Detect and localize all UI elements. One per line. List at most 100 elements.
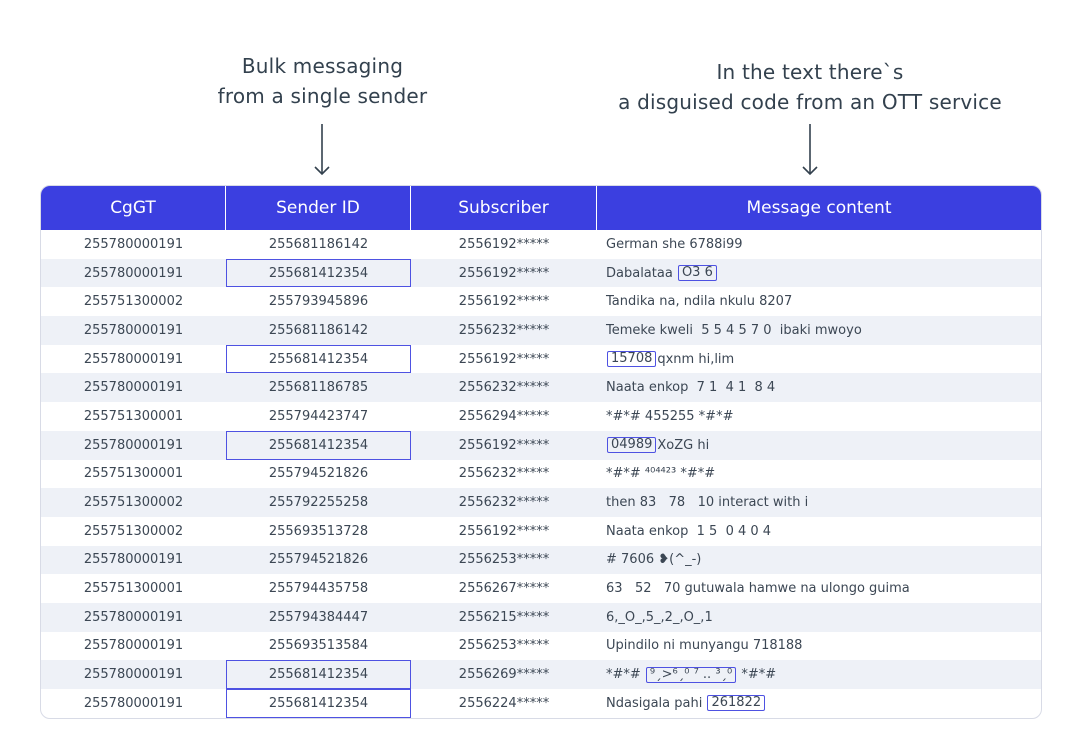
message-content-cell: Naata enkop 1 5 0 4 0 4 xyxy=(597,517,1041,546)
message-text: *#*# 455255 *#*# xyxy=(606,408,734,424)
sender-id-cell: 255681412354 xyxy=(226,344,411,374)
sender-id-cell: 255681412354 xyxy=(226,660,411,689)
message-content-cell: 6,_O_,5_,2_,O_,1 xyxy=(597,603,1041,632)
messages-table: CgGT Sender ID Subscriber Message conten… xyxy=(40,185,1042,719)
cggt-cell: 255751300001 xyxy=(83,466,184,482)
message-text: Tandika na, ndila nkulu 8207 xyxy=(606,294,793,310)
sender-id-cell: 255693513584 xyxy=(268,638,369,654)
message-text: then 83 78 10 interact with i xyxy=(606,495,809,511)
table-row: 255780000191 255681412354 2556192***** Daba… xyxy=(41,258,1041,288)
sender-id-cell: 255794423747 xyxy=(268,408,369,424)
message-text: Naata enkop 7 1 4 1 8 4 xyxy=(606,380,776,396)
subscriber-cell: 2556253***** xyxy=(458,638,550,654)
header-sender-id: Sender ID xyxy=(226,186,411,230)
cggt-cell: 255780000191 xyxy=(83,638,184,654)
annotation-right: In the text there`s a disguised code fro… xyxy=(595,57,1025,117)
message-content-cell: Temeke kweli 5 5 4 5 7 0 ibaki mwoyo xyxy=(597,316,1041,345)
cggt-cell: 255751300002 xyxy=(83,523,184,539)
message-content-cell: Dabalataa O3 6 xyxy=(597,259,1041,288)
cggt-cell: 255780000191 xyxy=(83,265,184,281)
annotation-left-line1: Bulk messaging xyxy=(241,54,404,78)
annotation-left: Bulk messaging from a single sender xyxy=(195,51,450,111)
cggt-cell: 255780000191 xyxy=(83,236,184,252)
message-text: 6,_O_,5_,2_,O_,1 xyxy=(606,609,713,625)
message-content-cell: # 7606 ❥(^_-) xyxy=(597,546,1041,575)
table-row: 255780000191 255693513584 2556253***** Upin… xyxy=(41,632,1041,661)
annotation-left-line2: from a single sender xyxy=(217,84,428,108)
otp-code: ⁹ˏ>⁶ˏ⁰ ⁷ .. ³ˏ⁰ xyxy=(645,666,737,683)
table-row: 255780000191 255681186142 2556232***** Teme… xyxy=(41,316,1041,345)
sender-id-cell: 255693513728 xyxy=(268,523,369,539)
subscriber-cell: 2556192***** xyxy=(458,236,550,252)
table-row: 255751300002 255693513728 2556192***** Naat… xyxy=(41,517,1041,546)
message-content-cell: Tandika na, ndila nkulu 8207 xyxy=(597,287,1041,316)
cggt-cell: 255780000191 xyxy=(83,552,184,568)
message-text: Ndasigala pahi xyxy=(606,695,707,711)
subscriber-cell: 2556232***** xyxy=(458,380,550,396)
otp-code: 04989 xyxy=(607,437,657,454)
message-text: # 7606 ❥(^_-) xyxy=(606,552,702,568)
cggt-cell: 255780000191 xyxy=(83,667,184,683)
message-text: *#*# ⁴⁰⁴⁴²³ *#*# xyxy=(606,466,716,482)
cggt-cell: 255751300001 xyxy=(83,408,184,424)
cggt-cell: 255780000191 xyxy=(83,380,184,396)
sender-id-cell: 255792255258 xyxy=(268,495,369,511)
subscriber-cell: 2556192***** xyxy=(458,265,550,281)
sender-id-cell: 255794435758 xyxy=(268,581,369,597)
otp-code: 261822 xyxy=(707,695,766,712)
down-arrow-icon-left xyxy=(314,124,330,176)
cggt-cell: 255780000191 xyxy=(83,695,184,711)
message-text: XoZG hi xyxy=(657,437,710,453)
sender-id-cell: 255681186142 xyxy=(268,322,369,338)
subscriber-cell: 2556192***** xyxy=(458,437,550,453)
subscriber-cell: 2556192***** xyxy=(458,294,550,310)
message-text: Temeke kweli 5 5 4 5 7 0 ibaki mwoyo xyxy=(606,322,862,338)
subscriber-cell: 2556192***** xyxy=(458,523,550,539)
cggt-cell: 255780000191 xyxy=(83,609,184,625)
table-header: CgGT Sender ID Subscriber Message conten… xyxy=(41,186,1041,230)
message-content-cell: 63 52 70 gutuwala hamwe na ulongo guima xyxy=(597,574,1041,603)
down-arrow-icon-right xyxy=(802,124,818,176)
sender-id-cell: 255794384447 xyxy=(268,609,369,625)
sender-id-cell: 255681186142 xyxy=(268,236,369,252)
cggt-cell: 255780000191 xyxy=(83,351,184,367)
subscriber-cell: 2556192***** xyxy=(458,351,550,367)
message-content-cell: then 83 78 10 interact with i xyxy=(597,488,1041,517)
message-text: Dabalataa xyxy=(606,265,677,281)
message-content-cell: *#*# ⁴⁰⁴⁴²³ *#*# xyxy=(597,460,1041,489)
sender-id-cell: 255681412354 xyxy=(226,689,411,718)
table-row: 255780000191 255681412354 2556192***** 1570… xyxy=(41,344,1041,374)
message-text: German she 6788i99 xyxy=(606,236,743,252)
subscriber-cell: 2556232***** xyxy=(458,495,550,511)
subscriber-cell: 2556253***** xyxy=(458,552,550,568)
message-text: 63 52 70 gutuwala hamwe na ulongo guima xyxy=(606,581,910,597)
subscriber-cell: 2556232***** xyxy=(458,322,550,338)
subscriber-cell: 2556267***** xyxy=(458,581,550,597)
annotation-right-line2: a disguised code from an OTT service xyxy=(618,90,1002,114)
table-row: 255780000191 255681186142 2556192***** Germ… xyxy=(41,230,1041,259)
subscriber-cell: 2556232***** xyxy=(458,466,550,482)
annotation-right-line1: In the text there`s xyxy=(716,60,904,84)
message-text: Upindilo ni munyangu 718188 xyxy=(606,638,803,654)
message-content-cell: Ndasigala pahi 261822 xyxy=(597,689,1041,718)
otp-code: O3 6 xyxy=(677,265,717,282)
table-row: 255751300001 255794435758 2556267***** 63 5… xyxy=(41,574,1041,603)
table-body: 255780000191 255681186142 2556192***** Germ… xyxy=(41,230,1041,718)
message-text: *#*# xyxy=(606,667,645,683)
message-content-cell: Naata enkop 7 1 4 1 8 4 xyxy=(597,373,1041,402)
subscriber-cell: 2556224***** xyxy=(458,695,550,711)
cggt-cell: 255751300002 xyxy=(83,294,184,310)
table-row: 255780000191 255681412354 2556224***** Ndas… xyxy=(41,689,1041,718)
cggt-cell: 255780000191 xyxy=(83,322,184,338)
otp-code: 15708 xyxy=(607,351,657,368)
sender-id-cell: 255681412354 xyxy=(226,258,411,288)
cggt-cell: 255751300001 xyxy=(83,581,184,597)
